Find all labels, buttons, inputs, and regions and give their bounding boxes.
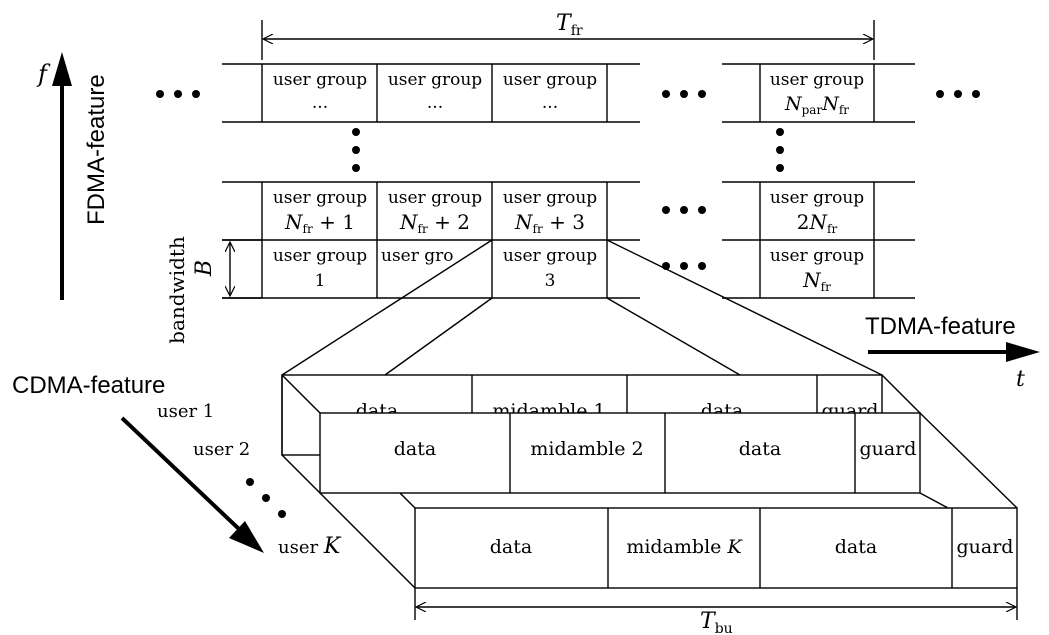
cell-top-last-line1: user group xyxy=(770,70,864,90)
ellipsis-right-top xyxy=(936,90,980,98)
time-axis: TDMA-feature t xyxy=(865,313,1040,392)
cell-mid-2-line2: Nfr + 2 xyxy=(399,210,470,236)
burst-layer-user-2: data midamble 2 data guard xyxy=(319,412,921,494)
zoom-funnel-lines xyxy=(281,239,883,376)
svg-text:Tbu: Tbu xyxy=(700,609,733,635)
userk-field-midamble: midamble K xyxy=(626,536,743,558)
ellipsis-mid-bottom xyxy=(662,262,706,270)
ellipsis-dots xyxy=(156,90,980,270)
user2-field-data-2: data xyxy=(739,438,781,460)
userk-field-guard: guard xyxy=(957,536,1014,558)
f-symbol: f xyxy=(36,60,51,88)
cell-top-3-line1: user group xyxy=(503,70,597,90)
ellipsis-vertical-left xyxy=(352,128,360,172)
cell-top-last-line2: NparNfr xyxy=(784,93,849,117)
row-top-cells: user group ... user group ... user group… xyxy=(273,70,864,117)
burst-duration-subscript: bu xyxy=(715,621,733,635)
frame-duration-subscript: fr xyxy=(571,23,583,39)
svg-text:Tfr: Tfr xyxy=(556,11,583,39)
cell-bot-last-line2: Nfr xyxy=(802,268,831,294)
burst-duration-dimension: Tbu xyxy=(414,588,1018,635)
user-k-label: user K xyxy=(278,534,342,559)
cell-top-1-line1: user group xyxy=(273,70,367,90)
cell-bot-2-line1: user gro xyxy=(381,246,454,266)
cell-bot-last-line1: user group xyxy=(770,246,864,266)
cell-mid-3-line1: user group xyxy=(503,188,597,208)
userk-field-data-1: data xyxy=(490,536,532,558)
bandwidth-word: bandwidth xyxy=(165,236,189,344)
cell-mid-2-line1: user group xyxy=(388,188,482,208)
bandwidth-symbol: B xyxy=(192,260,217,277)
user2-field-guard: guard xyxy=(860,438,917,460)
cell-bot-1-line1: user group xyxy=(273,246,367,266)
fdma-feature-label: FDMA-feature xyxy=(83,74,110,225)
cell-top-2-line1: user group xyxy=(388,70,482,90)
ellipsis-mid-middle xyxy=(662,206,706,214)
code-axis: CDMA-feature xyxy=(12,372,264,553)
cdma-feature-label: CDMA-feature xyxy=(12,372,165,399)
grid-column-lines xyxy=(261,64,875,298)
bandwidth-dimension: bandwidth B xyxy=(165,236,262,344)
user-ellipsis xyxy=(246,478,286,518)
cell-mid-3-line2: Nfr + 3 xyxy=(514,210,585,236)
ellipsis-left-top xyxy=(156,90,200,98)
tdma-feature-label: TDMA-feature xyxy=(865,313,1016,340)
ellipsis-mid-top xyxy=(662,90,706,98)
cell-mid-1-line2: Nfr + 1 xyxy=(284,210,355,236)
user2-field-data-1: data xyxy=(394,438,436,460)
frame-duration-dimension: Tfr xyxy=(261,11,875,60)
row-middle-cells: user group Nfr + 1 user group Nfr + 2 us… xyxy=(273,188,864,236)
burst-duration-symbol: T xyxy=(700,609,717,634)
frame-duration-symbol: T xyxy=(556,11,573,36)
cell-bot-3-line1: user group xyxy=(503,246,597,266)
userk-field-data-2: data xyxy=(835,536,877,558)
user-labels: user 1 user 2 user K xyxy=(157,401,342,559)
cell-top-3-line2: ... xyxy=(542,93,558,113)
frequency-axis: f FDMA-feature xyxy=(36,52,110,300)
grid-row-lines xyxy=(222,63,915,299)
row-bottom-cells: user group 1 user gro user group 3 user … xyxy=(273,246,864,294)
t-symbol: t xyxy=(1016,367,1025,392)
cell-bot-3-line2: 3 xyxy=(545,271,556,291)
user-1-label: user 1 xyxy=(157,401,214,422)
burst-depth-edges-front xyxy=(919,492,949,509)
cell-bot-1-line2: 1 xyxy=(315,271,326,291)
user2-field-midamble: midamble 2 xyxy=(530,438,643,460)
burst-layer-user-k: data midamble K data guard xyxy=(414,507,1018,589)
cell-mid-1-line1: user group xyxy=(273,188,367,208)
cell-top-1-line2: ... xyxy=(312,93,328,113)
cell-top-2-line2: ... xyxy=(427,93,443,113)
ellipsis-vertical-right xyxy=(776,128,784,172)
cell-mid-last-line1: user group xyxy=(770,188,864,208)
cell-mid-last-line2: 2Nfr xyxy=(797,210,838,236)
user-2-label: user 2 xyxy=(193,439,250,460)
